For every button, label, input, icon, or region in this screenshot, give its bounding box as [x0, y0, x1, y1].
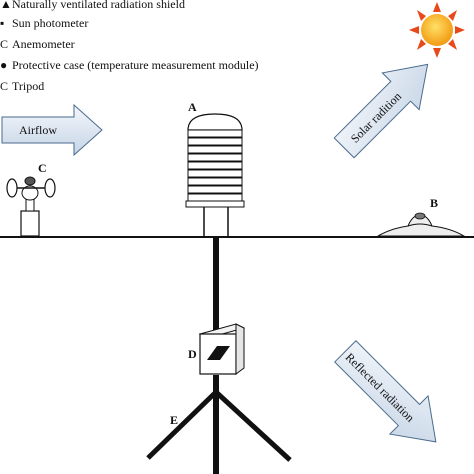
legend-item-radiation-shield: ▲ Naturally ventilated radiation shield [0, 0, 185, 13]
reflected-radiation-arrow: Reflected radiation [334, 340, 437, 443]
legend-item-tripod: C Tripod [0, 77, 44, 95]
radiation-shield: A [185, 100, 245, 236]
sun-icon [409, 2, 465, 58]
solar-radiation-arrow: Solar radition [333, 63, 429, 159]
label-a: A [188, 100, 197, 114]
legend-marker: C [0, 36, 9, 51]
airflow-label: Airflow [19, 123, 57, 137]
tripod: E [146, 237, 292, 474]
label-e: E [170, 413, 178, 427]
legend-marker: ▲ [0, 0, 12, 11]
sun-photometer: B [376, 196, 466, 237]
anemometer: C [6, 161, 56, 237]
legend-item-protective-case: ● Protective case (temperature measureme… [0, 56, 259, 74]
legend-marker: ▪ [0, 15, 5, 30]
legend-label: Tripod [12, 78, 45, 93]
label-b: B [430, 196, 438, 210]
legend-marker: C [0, 78, 9, 93]
legend-item-anemometer: C Anemometer [0, 35, 75, 53]
legend-label: Anemometer [12, 36, 75, 51]
reflected-radiation-label: Reflected radiation [343, 350, 418, 425]
protective-case: D [188, 323, 246, 375]
legend-label: Sun photometer [12, 15, 89, 30]
legend-marker: ● [0, 57, 8, 72]
legend-label: Naturally ventilated radiation shield [12, 0, 185, 11]
legend-item-sun-photometer: ▪ Sun photometer [0, 14, 88, 32]
label-c: C [38, 161, 47, 175]
label-d: D [188, 347, 197, 361]
legend-label: Protective case (temperature measurement… [12, 57, 259, 72]
airflow-arrow: Airflow [1, 103, 103, 157]
